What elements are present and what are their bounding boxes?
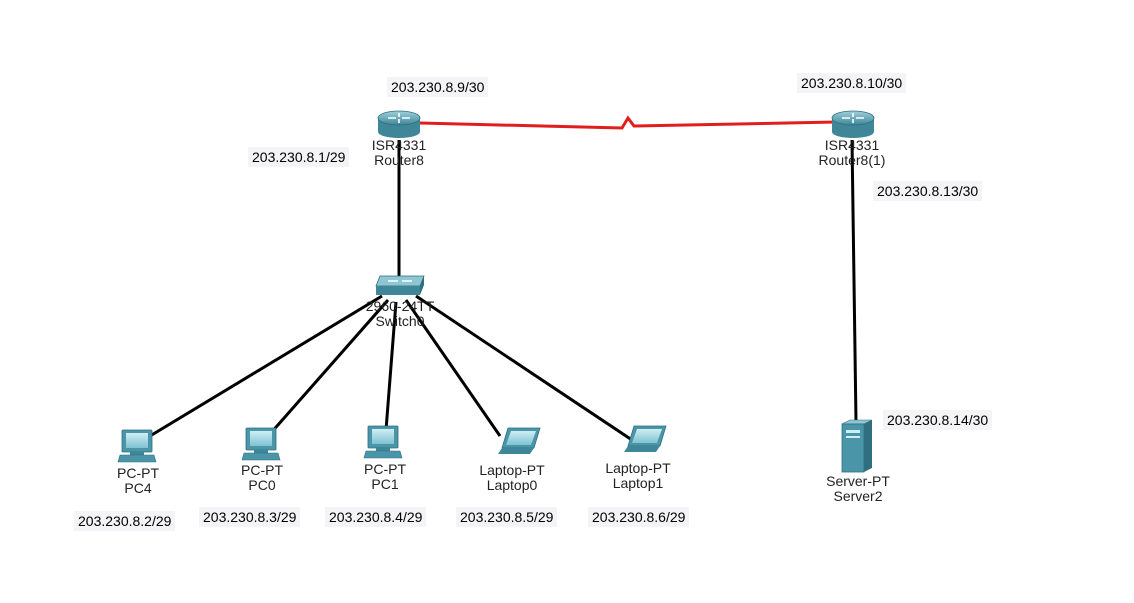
ip-label-laptop0: 203.230.8.5/29: [456, 507, 558, 527]
pc-icon[interactable]: [241, 427, 281, 461]
device-model: 2960-24TT: [365, 298, 435, 314]
ip-label-router8-lan: 203.230.8.1/29: [248, 147, 350, 167]
pc-icon[interactable]: [117, 429, 157, 463]
device-name: Laptop1: [612, 475, 664, 491]
laptop-icon[interactable]: [498, 427, 541, 454]
device-label-pc1: PC-PT PC1: [364, 462, 406, 492]
device-label-pc0: PC-PT PC0: [241, 463, 283, 493]
link-switch0-pc1[interactable]: [384, 301, 398, 431]
ip-label-router8-1-serial: 203.230.8.10/30: [797, 73, 907, 93]
device-name: Router8(1): [818, 152, 886, 168]
link-switch0-laptop1[interactable]: [415, 294, 633, 442]
device-name: Laptop0: [486, 477, 538, 493]
device-model: ISR4331: [371, 137, 427, 153]
server-icon[interactable]: [841, 419, 873, 473]
device-model: Server-PT: [826, 473, 890, 489]
link-switch0-pc4[interactable]: [149, 294, 383, 438]
device-label-router8-1: ISR4331 Router8(1): [819, 138, 886, 168]
serial-link-router8-router8-1[interactable]: [419, 115, 837, 130]
ip-label-router8-1-lan: 203.230.8.13/30: [873, 181, 983, 201]
device-label-server2: Server-PT Server2: [826, 474, 890, 504]
router-icon[interactable]: [831, 110, 875, 138]
device-label-laptop0: Laptop-PT Laptop0: [479, 463, 544, 493]
device-name: PC1: [371, 476, 399, 492]
laptop-icon[interactable]: [624, 425, 667, 452]
device-name: Switch0: [375, 313, 425, 329]
switch-icon[interactable]: [375, 275, 425, 295]
ip-label-pc0: 203.230.8.3/29: [199, 507, 301, 527]
device-label-switch0: 2960-24TT Switch0: [366, 299, 434, 329]
link-switch0-laptop0[interactable]: [404, 299, 502, 437]
router-icon[interactable]: [377, 110, 421, 138]
ip-label-pc4: 203.230.8.2/29: [74, 511, 176, 531]
link-switch0-pc0[interactable]: [268, 299, 390, 435]
device-model: Laptop-PT: [479, 462, 545, 478]
ip-label-server2: 203.230.8.14/30: [883, 410, 993, 430]
device-label-laptop1: Laptop-PT Laptop1: [605, 461, 670, 491]
pc-icon[interactable]: [363, 425, 403, 459]
device-model: PC-PT: [364, 461, 406, 477]
device-model: ISR4331: [824, 137, 880, 153]
ip-label-laptop1: 203.230.8.6/29: [588, 507, 690, 527]
device-name: Server2: [833, 488, 883, 504]
device-name: Router8: [374, 152, 424, 168]
device-name: PC0: [248, 477, 276, 493]
ip-label-router8-serial: 203.230.8.9/30: [387, 77, 489, 97]
device-label-router8: ISR4331 Router8: [372, 138, 426, 168]
device-model: Laptop-PT: [605, 460, 671, 476]
device-model: PC-PT: [117, 465, 159, 481]
link-router8-1-server2[interactable]: [850, 139, 858, 423]
device-label-pc4: PC-PT PC4: [117, 466, 159, 496]
device-model: PC-PT: [241, 462, 283, 478]
ip-label-pc1: 203.230.8.4/29: [325, 507, 427, 527]
device-name: PC4: [124, 480, 152, 496]
